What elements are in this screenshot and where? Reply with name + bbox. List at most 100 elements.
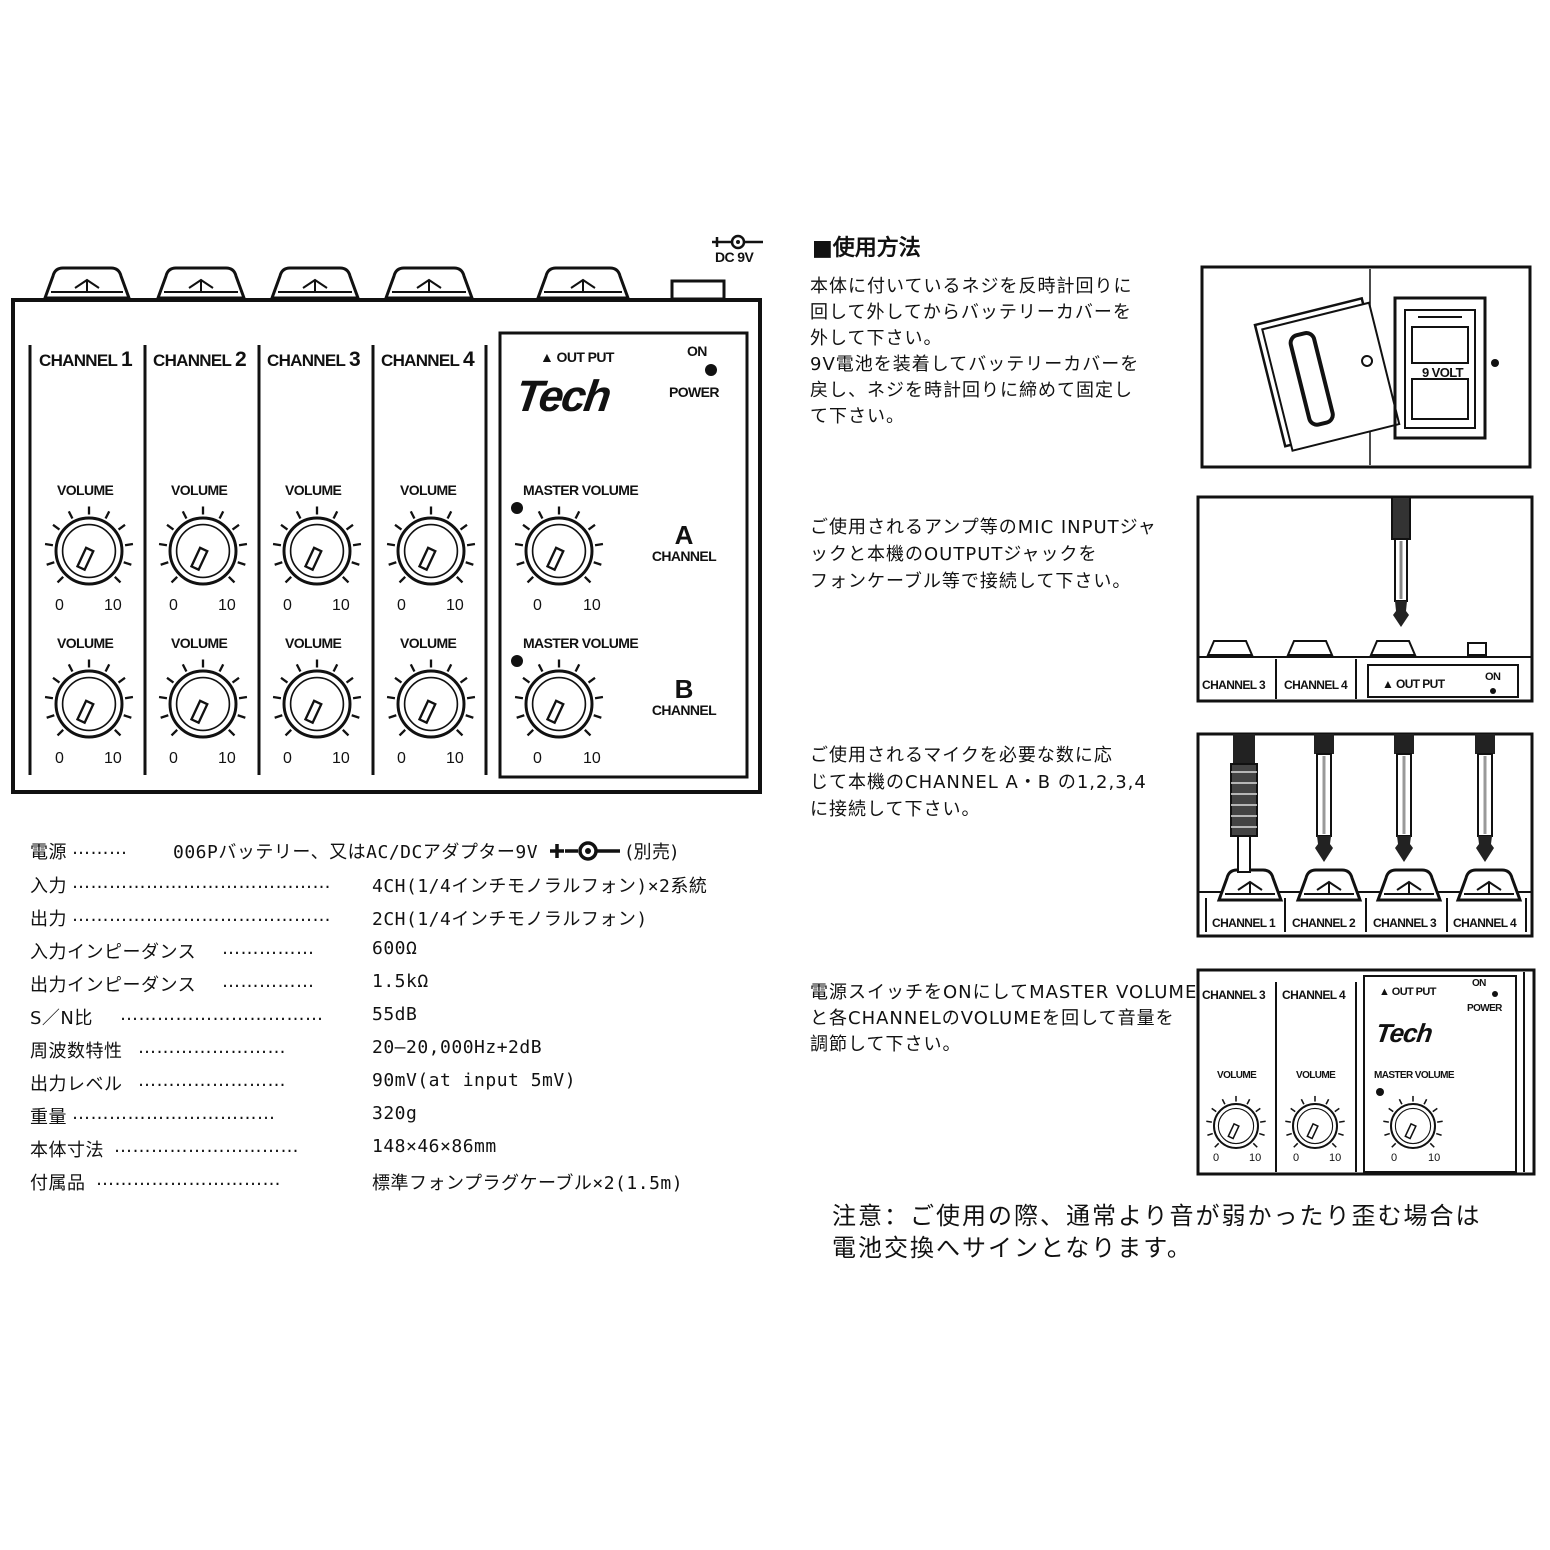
note-line: 注意：ご使用の際、通常より音が弱かったり歪む場合は — [832, 1202, 1482, 1230]
fig4-master: MASTER VOLUME — [1374, 1070, 1455, 1081]
spec-label: 入力インピーダンス — [30, 942, 197, 963]
brand-logo: Tech — [512, 372, 613, 421]
input-jack — [269, 266, 361, 300]
text-line: 9V電池を装着してバッテリーカバーを — [810, 354, 1140, 375]
volume-knob — [386, 659, 476, 739]
usage-step-4: 電源スイッチをONにしてMASTER VOLUME と各CHANNELのVOLU… — [810, 980, 1197, 1058]
scale-min: 0 — [55, 597, 64, 614]
spec-dots: …………………… — [138, 1070, 286, 1091]
fig4-volume: VOLUME — [1217, 1070, 1257, 1081]
fig3-ch3: CHANNEL 3 — [1373, 916, 1437, 930]
spec-dots: …………… — [222, 971, 315, 992]
spec-dots: …………… — [222, 938, 315, 959]
battery-figure: 9 VOLT — [1200, 265, 1534, 471]
spec-row: 重量 …………………………… 320g — [30, 1103, 790, 1136]
fig4-min: 0 — [1213, 1152, 1220, 1164]
text-line: 調節して下さい。 — [810, 1034, 962, 1055]
spec-dots: ………………………… — [96, 1169, 281, 1190]
scale-min: 0 — [533, 750, 542, 767]
text-line: じて本機のCHANNEL A・B の1,2,3,4 — [810, 772, 1147, 793]
spec-dots: …………………………… — [120, 1004, 324, 1025]
scale-min: 0 — [283, 750, 292, 767]
scale-min: 0 — [283, 597, 292, 614]
fig4-volume: VOLUME — [1296, 1070, 1336, 1081]
fig4-on: ON — [1472, 978, 1486, 989]
output-jack — [535, 266, 631, 300]
caution-note: 注意：ご使用の際、通常より音が弱かったり歪む場合は 電池交換へサインとなります。 — [832, 1200, 1482, 1264]
phone-plug — [1230, 734, 1258, 873]
volume-label: VOLUME — [285, 482, 342, 498]
scale-min: 0 — [533, 597, 542, 614]
spec-row: 周波数特性 …………………… 20—20,000Hz+2dB — [30, 1037, 790, 1070]
spec-label: 入力 — [30, 876, 67, 897]
fig3-ch4: CHANNEL 4 — [1453, 916, 1517, 930]
spec-value: 標準フォンプラグケーブル×2(1.5m) — [372, 1173, 684, 1194]
usage-step-3: ご使用されるマイクを必要な数に応 じて本機のCHANNEL A・B の1,2,3… — [810, 742, 1147, 823]
mixer-illustration: DC 9V CHANNEL 1 CHANNEL 2 CHANNEL 3 CHAN… — [0, 0, 800, 800]
fig2-on: ON — [1485, 671, 1501, 683]
spec-value: 600Ω — [372, 938, 418, 959]
spec-row: 電源 ……… 006Pバッテリー、又はAC/DCアダプター9V (別売) — [30, 838, 790, 871]
spec-label: 周波数特性 — [30, 1041, 123, 1062]
power-on-label: ON — [687, 343, 707, 359]
volume-knob — [158, 659, 248, 739]
volume-knob — [386, 506, 476, 586]
volume-knob — [1206, 1095, 1266, 1149]
volume-knob — [272, 659, 362, 739]
dc-label: DC 9V — [715, 249, 754, 265]
scale-min: 0 — [169, 750, 178, 767]
fig4-max: 10 — [1329, 1152, 1342, 1164]
master-volume-label: MASTER VOLUME — [523, 635, 639, 651]
channel-a-label: A CHANNEL — [651, 520, 717, 564]
input-jack — [1375, 868, 1443, 902]
volume-knob — [272, 506, 362, 586]
channel-2-label: CHANNEL 2 — [153, 348, 247, 371]
input-jacks — [42, 266, 631, 300]
power-label: POWER — [669, 384, 719, 400]
channel-3-label: CHANNEL 3 — [267, 348, 361, 371]
volume-label: VOLUME — [57, 482, 114, 498]
usage-step-2: ご使用されるアンプ等のMIC INPUTジャ ックと本機のOUTPUTジャックを… — [810, 514, 1157, 595]
fig2-ch3: CHANNEL 3 — [1202, 678, 1266, 692]
spec-value: 1.5kΩ — [372, 971, 429, 992]
volume-knob — [158, 506, 248, 586]
scale-max: 10 — [332, 750, 350, 767]
fig4-max: 10 — [1249, 1152, 1262, 1164]
fig3-ch1: CHANNEL 1 — [1212, 916, 1276, 930]
spec-dots: …………………………………… — [72, 905, 331, 926]
volume-label: VOLUME — [400, 635, 457, 651]
scale-max: 10 — [446, 750, 464, 767]
input-jack — [1295, 868, 1363, 902]
master-volume-knob-b — [514, 659, 604, 739]
spec-label: S／N比 — [30, 1008, 93, 1029]
specifications: 電源 ……… 006Pバッテリー、又はAC/DCアダプター9V (別売) 入力 … — [0, 838, 800, 1218]
master-volume-knob — [1383, 1095, 1443, 1149]
scale-min: 0 — [169, 597, 178, 614]
spec-label: 電源 — [30, 842, 67, 863]
text-line: ックと本機のOUTPUTジャックを — [810, 544, 1098, 565]
battery-label: 9 VOLT — [1422, 365, 1464, 380]
spec-row: 出力 …………………………………… 2CH(1/4インチモノラルフォン) — [30, 905, 790, 938]
input-jack — [42, 266, 132, 300]
text-line: フォンケーブル等で接続して下さい。 — [810, 571, 1132, 592]
microphone-connection-figure: CHANNEL 1 CHANNEL 2 CHANNEL 3 CHANNEL 4 — [1196, 732, 1536, 940]
channel-1-label: CHANNEL 1 — [39, 348, 133, 371]
fig4-min: 0 — [1391, 1152, 1398, 1164]
spec-row: S／N比 …………………………… 55dB — [30, 1004, 790, 1037]
usage-title: ■使用方法 — [812, 236, 921, 261]
spec-power-suffix: (別売) — [626, 842, 679, 863]
spec-value: 90mV(at input 5mV) — [372, 1070, 577, 1091]
channel-4-label: CHANNEL 4 — [381, 348, 475, 371]
volume-knob — [1285, 1095, 1345, 1149]
phone-plug — [1394, 734, 1414, 862]
spec-value: 2CH(1/4インチモノラルフォン) — [372, 909, 648, 930]
spec-label: 出力レベル — [30, 1074, 123, 1095]
input-jack — [1216, 868, 1284, 902]
text-line: ご使用されるアンプ等のMIC INPUTジャ — [810, 517, 1157, 538]
spec-value: 006Pバッテリー、又はAC/DCアダプター9V — [173, 842, 539, 863]
scale-max: 10 — [104, 750, 122, 767]
fig4-power: POWER — [1467, 1003, 1502, 1014]
spec-label: 付属品 — [30, 1173, 86, 1194]
input-jack — [383, 266, 475, 300]
spec-row: 入力 …………………………………… 4CH(1/4インチモノラルフォン)×2系統 — [30, 872, 790, 905]
